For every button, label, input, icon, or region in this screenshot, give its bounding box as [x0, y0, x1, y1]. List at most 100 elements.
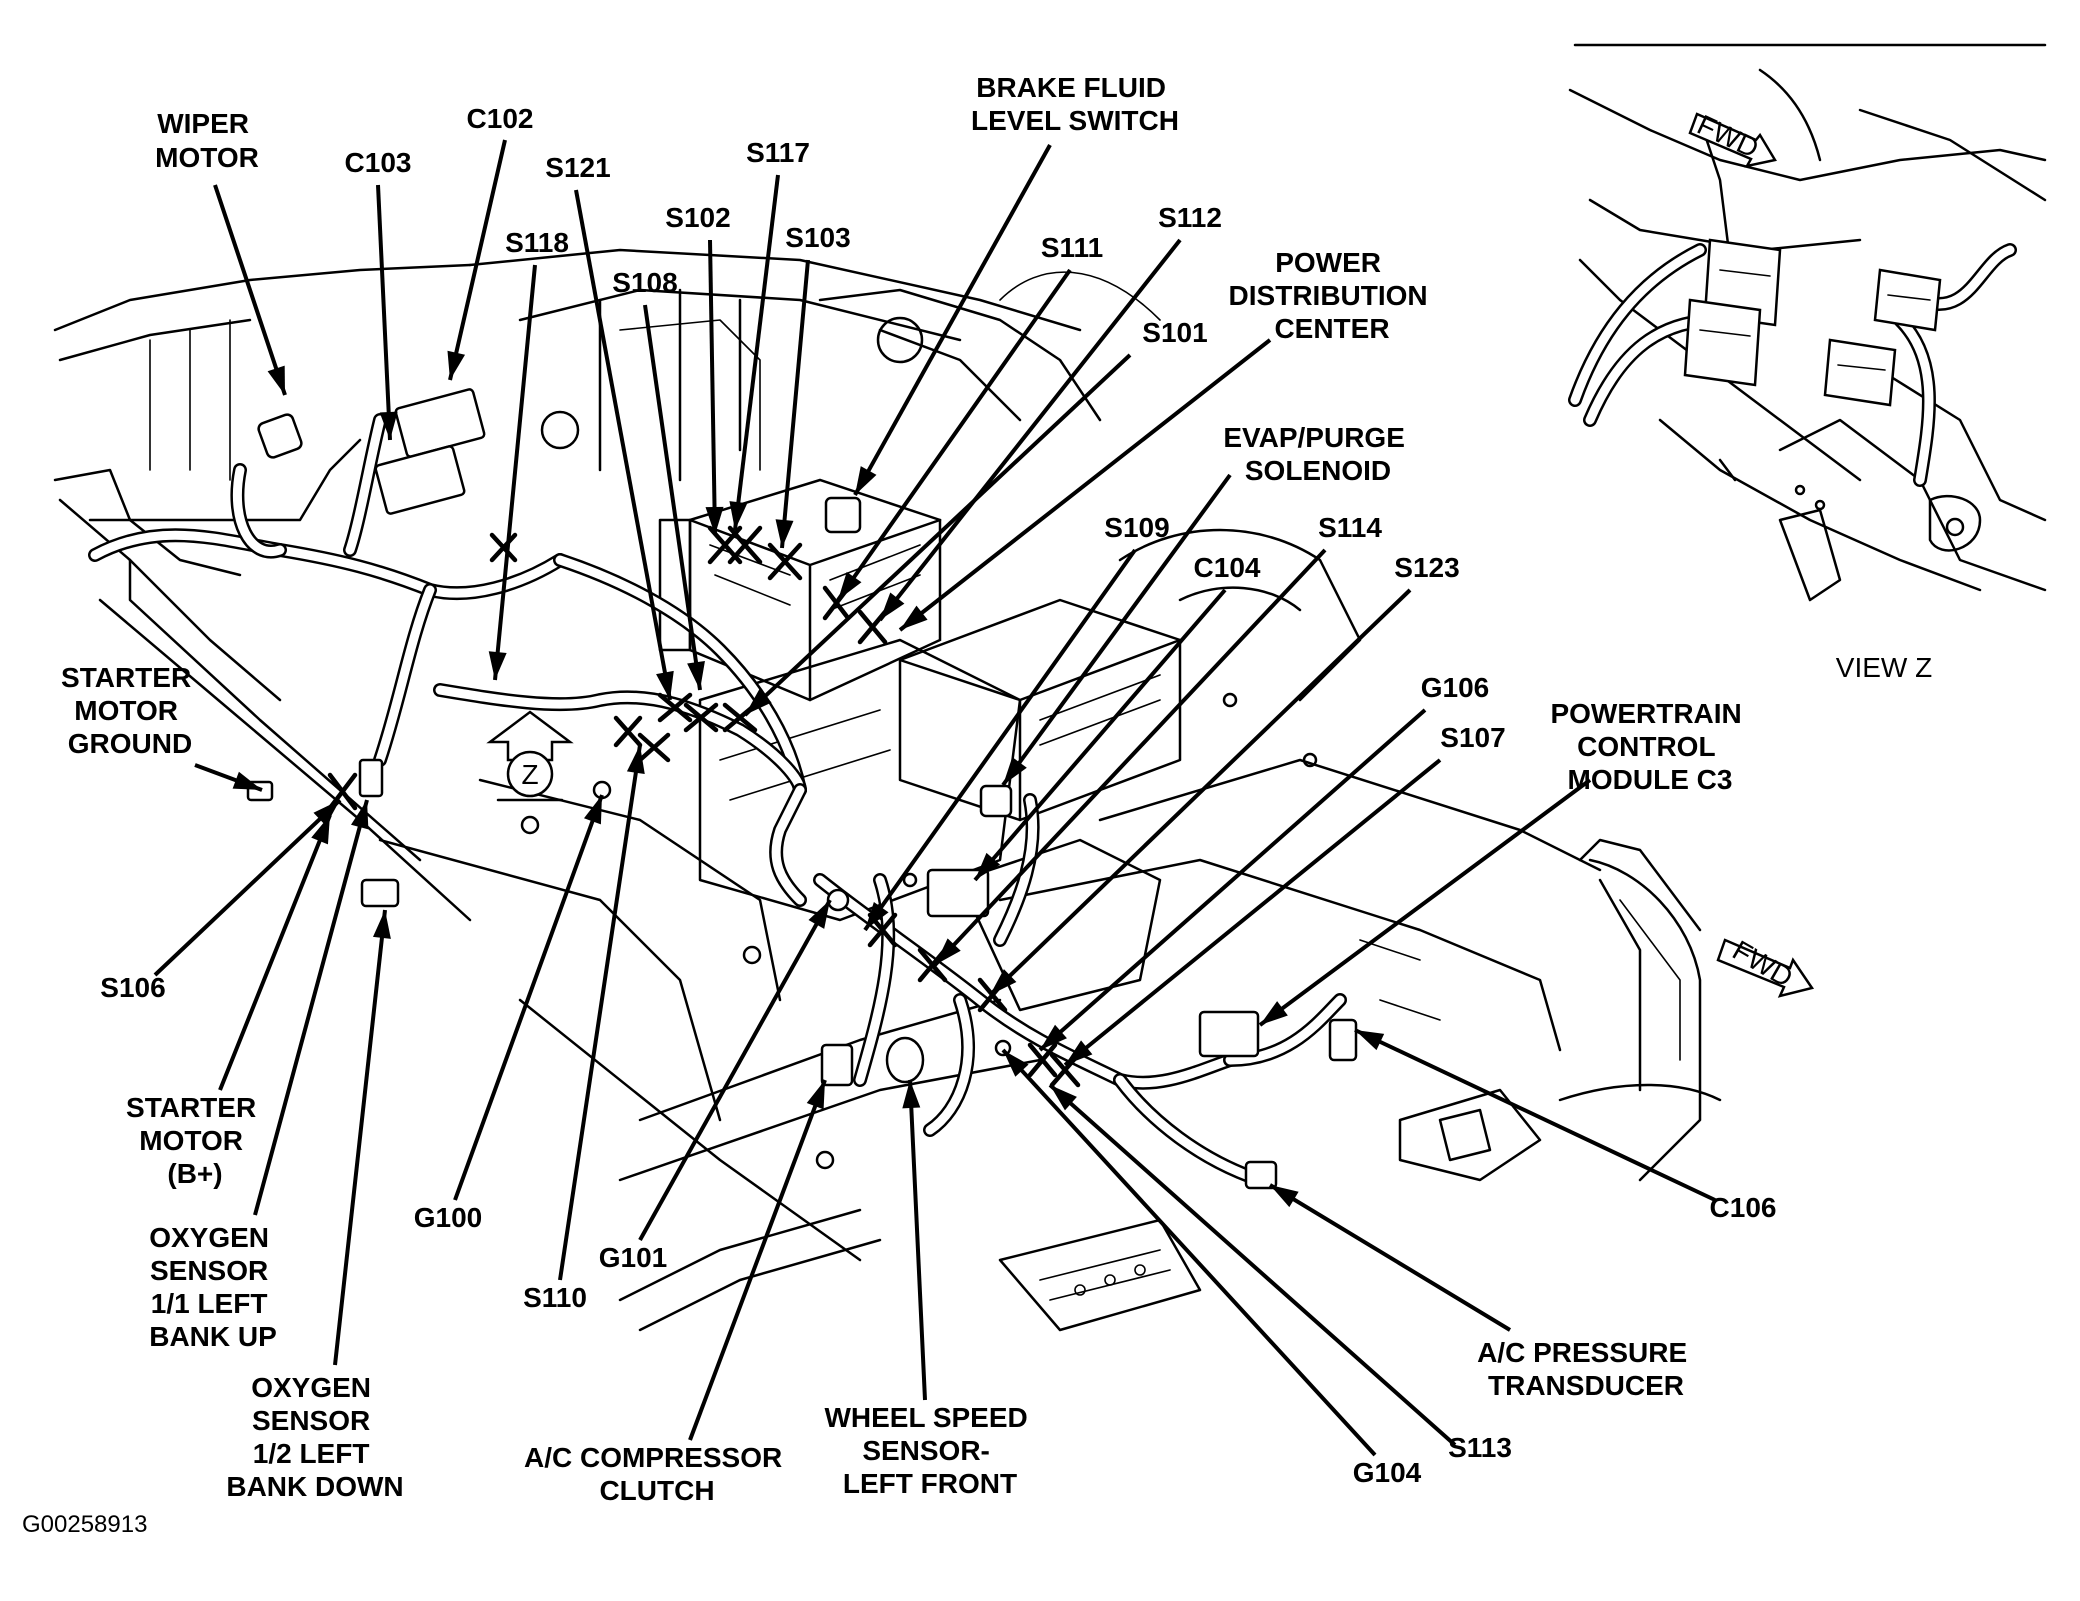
leader-s106 [153, 798, 342, 977]
label-oxygen-sensor-1-2: OXYGEN SENSOR 1/2 LEFT BANK DOWN [226, 1372, 403, 1502]
label-wheel-speed-sensor-left-front: WHEEL SPEED SENSOR- LEFT FRONT [824, 1402, 1035, 1499]
arrowhead-s112 [880, 592, 905, 620]
leader-s101 [743, 353, 1132, 717]
label-s113: S113 [1448, 1432, 1512, 1463]
leader-c106 [1354, 1028, 1716, 1202]
figure-id: G00258913 [22, 1511, 147, 1538]
leader-s112 [878, 238, 1182, 622]
leader-starter-motor-bplus [218, 814, 332, 1091]
label-g100: G100 [414, 1202, 483, 1233]
arrowhead-wiper-motor [267, 365, 285, 395]
label-c104: C104 [1194, 552, 1261, 583]
arrowhead-oxygen-sensor-1-2 [372, 910, 391, 939]
engine-compartment-sketch [53, 248, 1722, 1332]
arrowhead-s106 [313, 800, 340, 826]
label-s111: S111 [1041, 232, 1103, 263]
view-z-marker: Z [486, 710, 574, 802]
arrowhead-ac-compressor-clutch [806, 1080, 825, 1110]
arrowhead-s121 [656, 670, 674, 700]
label-s102: S102 [665, 202, 730, 233]
leader-brake-fluid-level-switch [853, 144, 1052, 496]
label-g104: G104 [1353, 1457, 1422, 1488]
arrowhead-s109 [865, 901, 889, 930]
leader-ac-pressure-transducer [1268, 1183, 1512, 1332]
arrowhead-s102 [705, 506, 724, 535]
leader-c104 [973, 588, 1227, 882]
leader-wheel-speed-sensor-left-front [908, 1079, 927, 1401]
arrowhead-s123 [990, 969, 1017, 995]
label-s123: S123 [1394, 552, 1459, 583]
arrowhead-s114 [935, 938, 961, 965]
label-powertrain-control-module-c3: POWERTRAIN CONTROL MODULE C3 [1550, 698, 1749, 795]
label-starter-motor-bplus: STARTER MOTOR (B+) [126, 1092, 264, 1189]
leader-wiper-motor [213, 184, 287, 396]
callout-labels: WIPER MOTOR C102 C103 S121 S117 BRAKE FL… [61, 72, 1776, 1506]
arrowhead-c103 [379, 411, 398, 440]
fwd-direction-arrow: FWD [1716, 934, 1815, 998]
arrowhead-c104 [975, 852, 1001, 880]
label-s107: S107 [1440, 722, 1505, 753]
label-c103: C103 [345, 147, 412, 178]
arrowhead-power-distribution-center [900, 605, 928, 630]
wiring-harness [88, 413, 1347, 1187]
arrowhead-s101 [745, 689, 772, 715]
label-s109: S109 [1104, 512, 1169, 543]
leader-ac-compressor-clutch [688, 1079, 827, 1441]
inset-fwd-label: FWD [1693, 109, 1764, 164]
label-s114: S114 [1318, 512, 1382, 543]
leader-oxygen-sensor-1-1 [253, 799, 369, 1216]
label-s101: S101 [1142, 317, 1207, 348]
arrowhead-g100 [583, 795, 602, 825]
leader-g104 [1001, 1048, 1377, 1457]
label-starter-motor-ground: STARTER MOTOR GROUND [61, 662, 199, 759]
label-s103: S103 [785, 222, 850, 253]
leader-g106 [1038, 708, 1427, 1052]
label-s121: S121 [545, 152, 610, 183]
label-ac-pressure-transducer: A/C PRESSURE TRANSDUCER [1477, 1337, 1695, 1401]
leader-c102 [448, 139, 507, 381]
callout-leaders [153, 139, 1716, 1457]
label-power-distribution-center: POWER DISTRIBUTION CENTER [1229, 247, 1436, 344]
leader-c103 [376, 184, 392, 441]
label-s112: S112 [1158, 202, 1222, 233]
leader-s109 [863, 548, 1137, 932]
view-z-inset: FWD VIEW Z [1568, 43, 2047, 683]
arrowhead-c102 [447, 350, 466, 380]
leader-s110 [558, 744, 642, 1281]
leader-s121 [574, 189, 672, 701]
arrowhead-g101 [808, 900, 830, 929]
arrowhead-g104 [1003, 1050, 1029, 1077]
leader-oxygen-sensor-1-2 [333, 909, 387, 1366]
leader-g101 [638, 899, 832, 1241]
arrowhead-ac-pressure-transducer [1270, 1185, 1299, 1208]
label-s106: S106 [100, 972, 165, 1003]
label-s117: S117 [746, 137, 810, 168]
arrowhead-c106 [1355, 1030, 1385, 1051]
inset-caption: VIEW Z [1836, 652, 1932, 683]
leader-g100 [453, 794, 604, 1201]
leader-s108 [643, 304, 702, 691]
arrowhead-starter-motor-bplus [311, 815, 330, 845]
arrowhead-s103 [775, 519, 794, 548]
arrowhead-s110 [626, 745, 645, 775]
leader-s107 [1063, 758, 1442, 1067]
label-evap-purge-solenoid: EVAP/PURGE SOLENOID [1223, 422, 1412, 486]
label-s108: S108 [612, 267, 677, 298]
leader-s103 [780, 259, 810, 549]
label-brake-fluid-level-switch: BRAKE FLUID LEVEL SWITCH [971, 72, 1179, 136]
label-ac-compressor-clutch: A/C COMPRESSOR CLUTCH [524, 1442, 790, 1506]
arrowhead-evap-purge-solenoid [1003, 757, 1027, 785]
label-g101: G101 [599, 1242, 668, 1273]
arrowhead-powertrain-control-module-c3 [1260, 1001, 1288, 1025]
arrowhead-s113 [1050, 1085, 1077, 1111]
leader-s102 [708, 239, 717, 536]
label-s118: S118 [505, 227, 569, 258]
label-wiper-motor: WIPER MOTOR [155, 108, 259, 173]
arrowhead-oxygen-sensor-1-1 [351, 800, 369, 830]
connector-blocks [246, 388, 1358, 1190]
leader-s113 [1048, 1083, 1457, 1447]
label-c102: C102 [467, 103, 534, 134]
leader-s114 [933, 548, 1327, 967]
leader-s123 [988, 588, 1412, 997]
arrowhead-brake-fluid-level-switch [855, 466, 877, 495]
